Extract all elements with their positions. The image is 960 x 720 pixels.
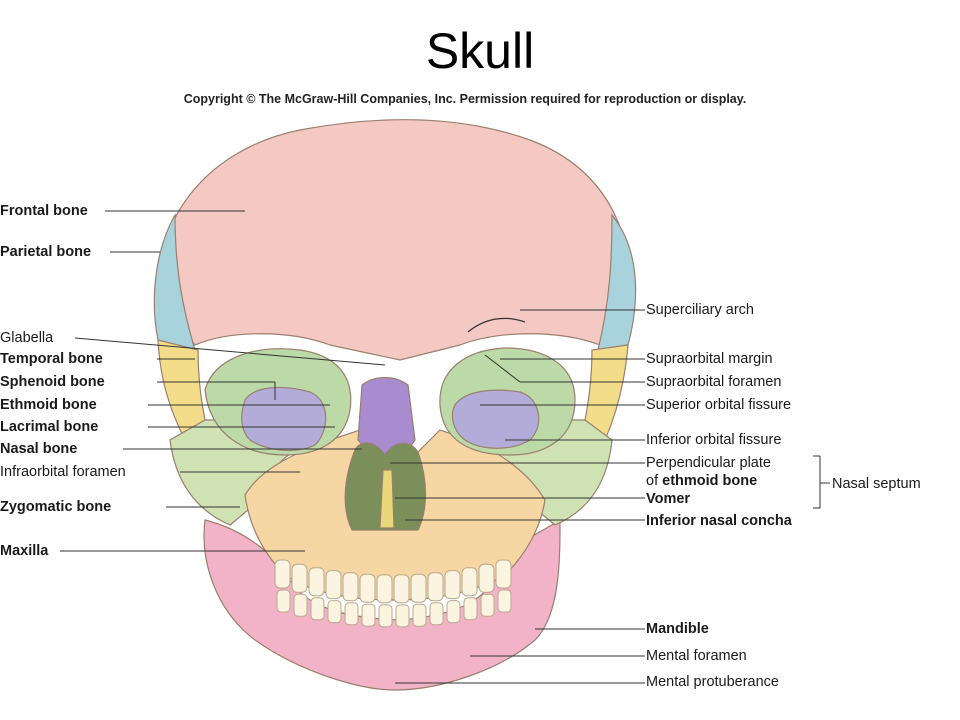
lower-tooth bbox=[378, 604, 393, 628]
teeth bbox=[274, 559, 512, 628]
upper-tooth bbox=[393, 574, 410, 604]
upper-tooth bbox=[495, 559, 512, 589]
upper-tooth bbox=[376, 574, 393, 604]
lower-tooth bbox=[276, 589, 291, 613]
lower-tooth bbox=[412, 603, 427, 627]
lower-tooth bbox=[480, 593, 495, 617]
label-ethmoid-bone: Ethmoid bone bbox=[0, 397, 97, 413]
label-supraorbital-foramen: Supraorbital foramen bbox=[646, 374, 782, 390]
label-inferior-orbital-fissure: Inferior orbital fissure bbox=[646, 432, 782, 448]
lower-tooth bbox=[497, 589, 512, 613]
label-infraorbital-foramen: Infraorbital foramen bbox=[0, 464, 126, 480]
label-temporal-bone: Temporal bone bbox=[0, 351, 103, 367]
leader-line bbox=[74, 337, 386, 366]
label-sphenoid-bone: Sphenoid bone bbox=[0, 374, 105, 390]
lower-tooth bbox=[344, 602, 359, 626]
label-mandible: Mandible bbox=[646, 621, 709, 637]
label-nasal-septum: Nasal septum bbox=[832, 476, 921, 492]
lower-tooth bbox=[361, 603, 376, 627]
label-supraorbital-margin: Supraorbital margin bbox=[646, 351, 773, 367]
label-superciliary-arch: Superciliary arch bbox=[646, 302, 754, 318]
frontal-bone-shape bbox=[158, 119, 633, 361]
upper-tooth bbox=[291, 563, 308, 593]
label-ethmoid-bone-bold: ethmoid bone bbox=[662, 473, 758, 489]
sphenoid-left-shape bbox=[241, 386, 327, 451]
upper-tooth bbox=[308, 567, 325, 597]
label-frontal-bone: Frontal bone bbox=[0, 203, 88, 219]
copyright-notice: Copyright © The McGraw-Hill Companies, I… bbox=[183, 92, 747, 106]
label-nasal-bone: Nasal bone bbox=[0, 441, 78, 457]
label-perpendicular-plate: Perpendicular plate bbox=[646, 455, 771, 471]
label-maxilla: Maxilla bbox=[0, 543, 49, 559]
lower-tooth bbox=[327, 600, 342, 624]
upper-tooth bbox=[427, 572, 444, 602]
leader-line bbox=[484, 354, 521, 383]
label-lacrimal-bone: Lacrimal bone bbox=[0, 419, 99, 435]
upper-tooth bbox=[274, 559, 291, 589]
upper-tooth bbox=[478, 563, 495, 593]
lower-tooth bbox=[446, 600, 461, 624]
label-glabella: Glabella bbox=[0, 330, 54, 346]
label-inferior-nasal-concha: Inferior nasal concha bbox=[646, 513, 792, 529]
lower-tooth bbox=[310, 597, 325, 621]
upper-tooth bbox=[410, 573, 427, 603]
label-superior-orbital-fissure: Superior orbital fissure bbox=[646, 397, 792, 413]
label-perpendicular-plate-line2: of ethmoid bone bbox=[646, 473, 757, 489]
label-zygomatic-bone: Zygomatic bone bbox=[0, 499, 112, 515]
lower-tooth bbox=[395, 604, 410, 628]
label-perpendicular-of: of bbox=[646, 473, 659, 489]
label-mental-foramen: Mental foramen bbox=[646, 648, 747, 664]
lower-tooth bbox=[293, 593, 308, 617]
upper-tooth bbox=[342, 572, 359, 602]
vomer-shape bbox=[379, 469, 395, 529]
label-mental-protuberance: Mental protuberance bbox=[646, 674, 779, 690]
label-parietal-bone: Parietal bone bbox=[0, 244, 92, 260]
superciliary-arch-mark bbox=[467, 317, 526, 333]
upper-tooth bbox=[444, 570, 461, 600]
lower-tooth bbox=[463, 597, 478, 621]
lower-tooth bbox=[429, 602, 444, 626]
upper-tooth bbox=[359, 573, 376, 603]
label-vomer: Vomer bbox=[646, 491, 691, 507]
upper-tooth bbox=[461, 567, 478, 597]
page-title: Skull bbox=[425, 23, 535, 79]
upper-tooth bbox=[325, 570, 342, 600]
